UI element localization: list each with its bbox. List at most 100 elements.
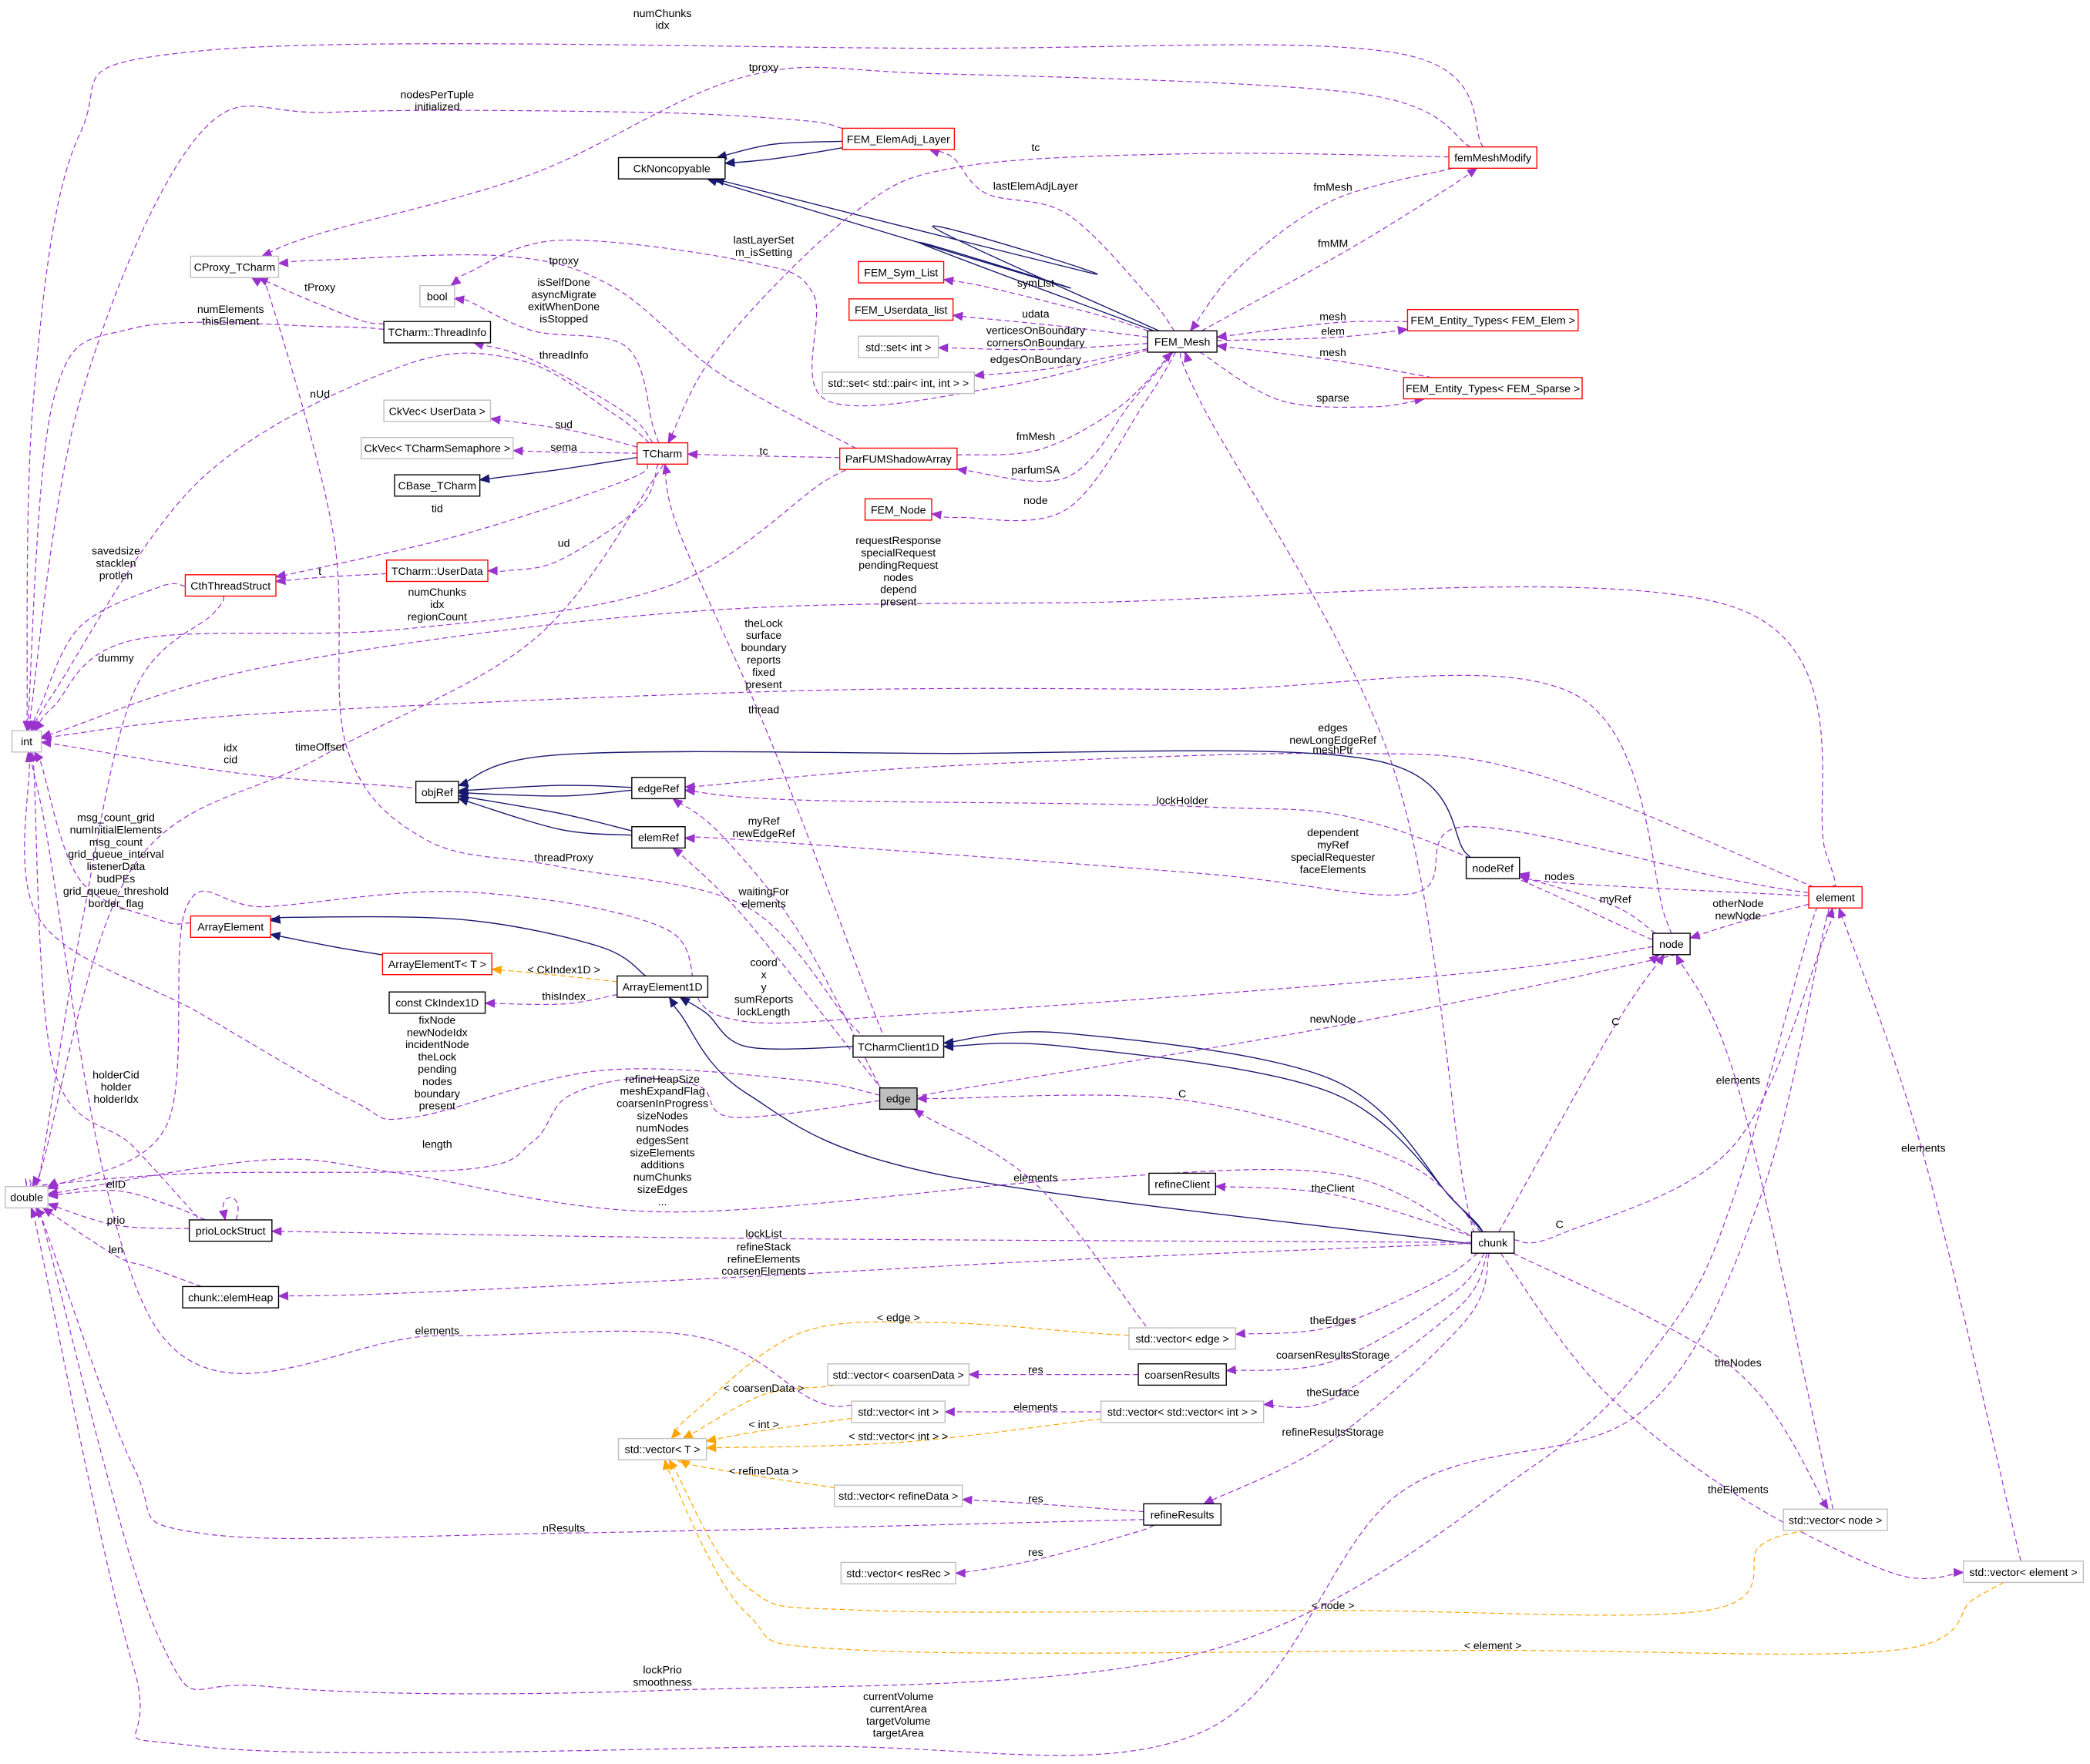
class-box[interactable] — [637, 442, 689, 465]
class-node-v-vint[interactable]: std::vector< std::vector< int > > — [1100, 1400, 1265, 1423]
class-box[interactable] — [838, 447, 958, 470]
class-node-ckvecud[interactable]: CkVec< UserData > — [383, 399, 492, 422]
class-box[interactable] — [617, 156, 726, 180]
class-box[interactable] — [864, 498, 932, 521]
class-node-v-node[interactable]: std::vector< node > — [1783, 1508, 1888, 1531]
class-box[interactable] — [1652, 932, 1691, 956]
class-node-v-int[interactable]: std::vector< int > — [851, 1400, 946, 1423]
class-node-fem-elemadj-layer[interactable]: FEM_ElemAdj_Layer — [842, 127, 956, 150]
class-box[interactable] — [385, 559, 489, 583]
class-box[interactable] — [190, 255, 280, 278]
class-box[interactable] — [827, 1363, 970, 1386]
class-box[interactable] — [858, 260, 945, 284]
class-node-noderef[interactable]: nodeRef — [1465, 856, 1520, 879]
class-box[interactable] — [879, 1087, 918, 1110]
class-box[interactable] — [851, 1400, 946, 1423]
class-node-tcharm[interactable]: TCharm — [637, 442, 689, 465]
class-node-cth[interactable]: CthThreadStruct — [184, 574, 277, 597]
class-box[interactable] — [1465, 856, 1520, 879]
class-node-int[interactable]: int — [11, 730, 42, 753]
class-box[interactable] — [631, 777, 686, 800]
class-box[interactable] — [5, 1186, 49, 1209]
class-box[interactable] — [1143, 1503, 1221, 1526]
class-node-feme[interactable]: FEM_Entity_Types< FEM_Elem > — [1406, 308, 1579, 332]
class-node-v-t[interactable]: std::vector< T > — [617, 1437, 707, 1460]
class-node-elemheap[interactable]: chunk::elemHeap — [182, 1285, 280, 1309]
class-box[interactable] — [1406, 308, 1579, 332]
class-box[interactable] — [822, 371, 976, 395]
class-box[interactable] — [1148, 1172, 1217, 1195]
class-box[interactable] — [1783, 1508, 1888, 1531]
class-node-cbase-tcharm[interactable]: CBase_TCharm — [394, 474, 481, 497]
class-node-v-cd[interactable]: std::vector< coarsenData > — [827, 1363, 970, 1386]
class-box[interactable] — [383, 399, 492, 422]
class-box[interactable] — [1403, 377, 1583, 400]
class-node-threadinfo[interactable]: TCharm::ThreadInfo — [383, 321, 492, 344]
class-box[interactable] — [842, 127, 956, 150]
class-node-element[interactable]: element — [1808, 885, 1863, 909]
class-box[interactable] — [188, 1219, 273, 1242]
class-box[interactable] — [1147, 330, 1218, 353]
class-node-objref[interactable]: objRef — [415, 781, 459, 804]
class-node-ae1d[interactable]: ArrayElement1D — [617, 975, 709, 998]
class-box[interactable] — [848, 298, 954, 321]
class-node-tcc1d[interactable]: TCharmClient1D — [852, 1035, 945, 1058]
class-box[interactable] — [11, 730, 42, 753]
class-box[interactable] — [1808, 885, 1863, 909]
class-box[interactable] — [631, 826, 686, 849]
class-box[interactable] — [1100, 1400, 1265, 1423]
class-node-edgeref[interactable]: edgeRef — [631, 777, 686, 800]
class-node-fems[interactable]: FEM_Entity_Types< FEM_Sparse > — [1403, 377, 1583, 400]
class-node-fem-mesh[interactable]: FEM_Mesh — [1147, 330, 1218, 353]
class-node-v-element[interactable]: std::vector< element > — [1962, 1561, 2085, 1584]
class-box[interactable] — [617, 1437, 707, 1460]
class-node-refineclient[interactable]: refineClient — [1148, 1172, 1217, 1195]
class-box[interactable] — [834, 1484, 963, 1507]
class-box[interactable] — [381, 953, 492, 976]
class-node-set-pair[interactable]: std::set< std::pair< int, int > > — [822, 371, 976, 395]
class-box[interactable] — [1137, 1363, 1227, 1386]
class-box[interactable] — [840, 1561, 956, 1584]
class-node-parfum[interactable]: ParFUMShadowArray — [838, 447, 958, 470]
class-node-fem-userdata-list[interactable]: FEM_Userdata_list — [848, 298, 954, 321]
class-node-node[interactable]: node — [1652, 932, 1691, 956]
class-node-cproxy-tcharm[interactable]: CProxy_TCharm — [190, 255, 280, 278]
class-node-fem-sym-list[interactable]: FEM_Sym_List — [858, 260, 945, 284]
class-box[interactable] — [1470, 1231, 1515, 1254]
class-box[interactable] — [852, 1035, 945, 1058]
class-node-v-rd[interactable]: std::vector< refineData > — [834, 1484, 963, 1507]
class-box[interactable] — [1128, 1327, 1237, 1350]
class-node-arrayelement[interactable]: ArrayElement — [190, 915, 271, 938]
class-box[interactable] — [1962, 1561, 2085, 1584]
class-box[interactable] — [182, 1285, 280, 1309]
class-node-set-int[interactable]: std::set< int > — [858, 335, 939, 358]
class-box[interactable] — [415, 781, 459, 804]
class-node-v-edge[interactable]: std::vector< edge > — [1128, 1327, 1237, 1350]
class-box[interactable] — [383, 321, 492, 344]
class-node-v-rr[interactable]: std::vector< resRec > — [840, 1561, 956, 1584]
class-node-coarsenresults[interactable]: coarsenResults — [1137, 1363, 1227, 1386]
class-node-priolock[interactable]: prioLockStruct — [188, 1219, 273, 1242]
class-node-chunk[interactable]: chunk — [1470, 1231, 1515, 1254]
class-node-edge[interactable]: edge — [879, 1087, 918, 1110]
class-box[interactable] — [419, 284, 455, 307]
class-box[interactable] — [190, 915, 271, 938]
class-node-ckindex1d[interactable]: const CkIndex1D — [388, 991, 486, 1014]
class-node-fem-node[interactable]: FEM_Node — [864, 498, 932, 521]
class-box[interactable] — [184, 574, 277, 597]
class-box[interactable] — [361, 436, 514, 460]
class-node-elemref[interactable]: elemRef — [631, 826, 686, 849]
class-node-bool[interactable]: bool — [419, 284, 455, 307]
class-node-arrayelementt[interactable]: ArrayElementT< T > — [381, 953, 492, 976]
class-node-cknoncopyable[interactable]: CkNoncopyable — [617, 156, 726, 180]
class-node-ckvecsem[interactable]: CkVec< TCharmSemaphore > — [361, 436, 514, 460]
class-node-refineresults[interactable]: refineResults — [1143, 1503, 1221, 1526]
class-box[interactable] — [617, 975, 709, 998]
class-box[interactable] — [1448, 146, 1537, 169]
class-node-userdata[interactable]: TCharm::UserData — [385, 559, 489, 583]
class-node-femmeshmodify[interactable]: femMeshModify — [1448, 146, 1537, 169]
class-box[interactable] — [394, 474, 481, 497]
class-box[interactable] — [858, 335, 939, 358]
class-node-double[interactable]: double — [5, 1186, 49, 1209]
class-box[interactable] — [388, 991, 486, 1014]
